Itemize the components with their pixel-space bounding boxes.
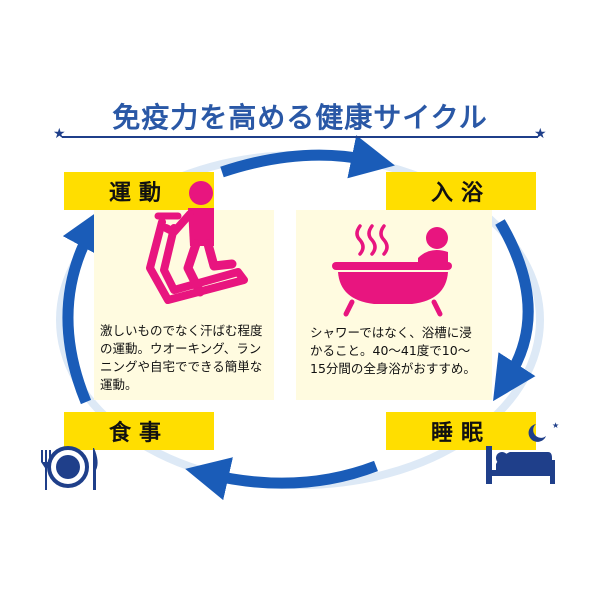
exercise-description: 激しいものでなく汗ばむ程度の運動。ウオーキング、ランニングや自宅でできる簡単な運…: [100, 323, 263, 392]
sleep-label: 睡眠: [386, 412, 536, 450]
arrow-exercise-to-bath: [220, 135, 395, 179]
arrow-sleep-to-meal: [185, 457, 378, 501]
bath-description: シャワーではなく、浴槽に浸かること。40〜41度で10〜15分間の全身浴がおすす…: [310, 325, 476, 376]
arrow-meal-to-exercise: [62, 207, 104, 405]
bath-label: 入浴: [386, 172, 536, 210]
star-right-icon: ★: [534, 126, 547, 142]
star-left-icon: ★: [53, 126, 66, 142]
title-underline: [62, 136, 538, 138]
diagram-title: 免疫力を高める健康サイクル: [112, 101, 488, 134]
meal-label: 食事: [64, 412, 214, 450]
arrow-bath-to-sleep: [493, 219, 536, 402]
bath-card: [296, 210, 492, 400]
exercise-label: 運動: [64, 172, 214, 210]
